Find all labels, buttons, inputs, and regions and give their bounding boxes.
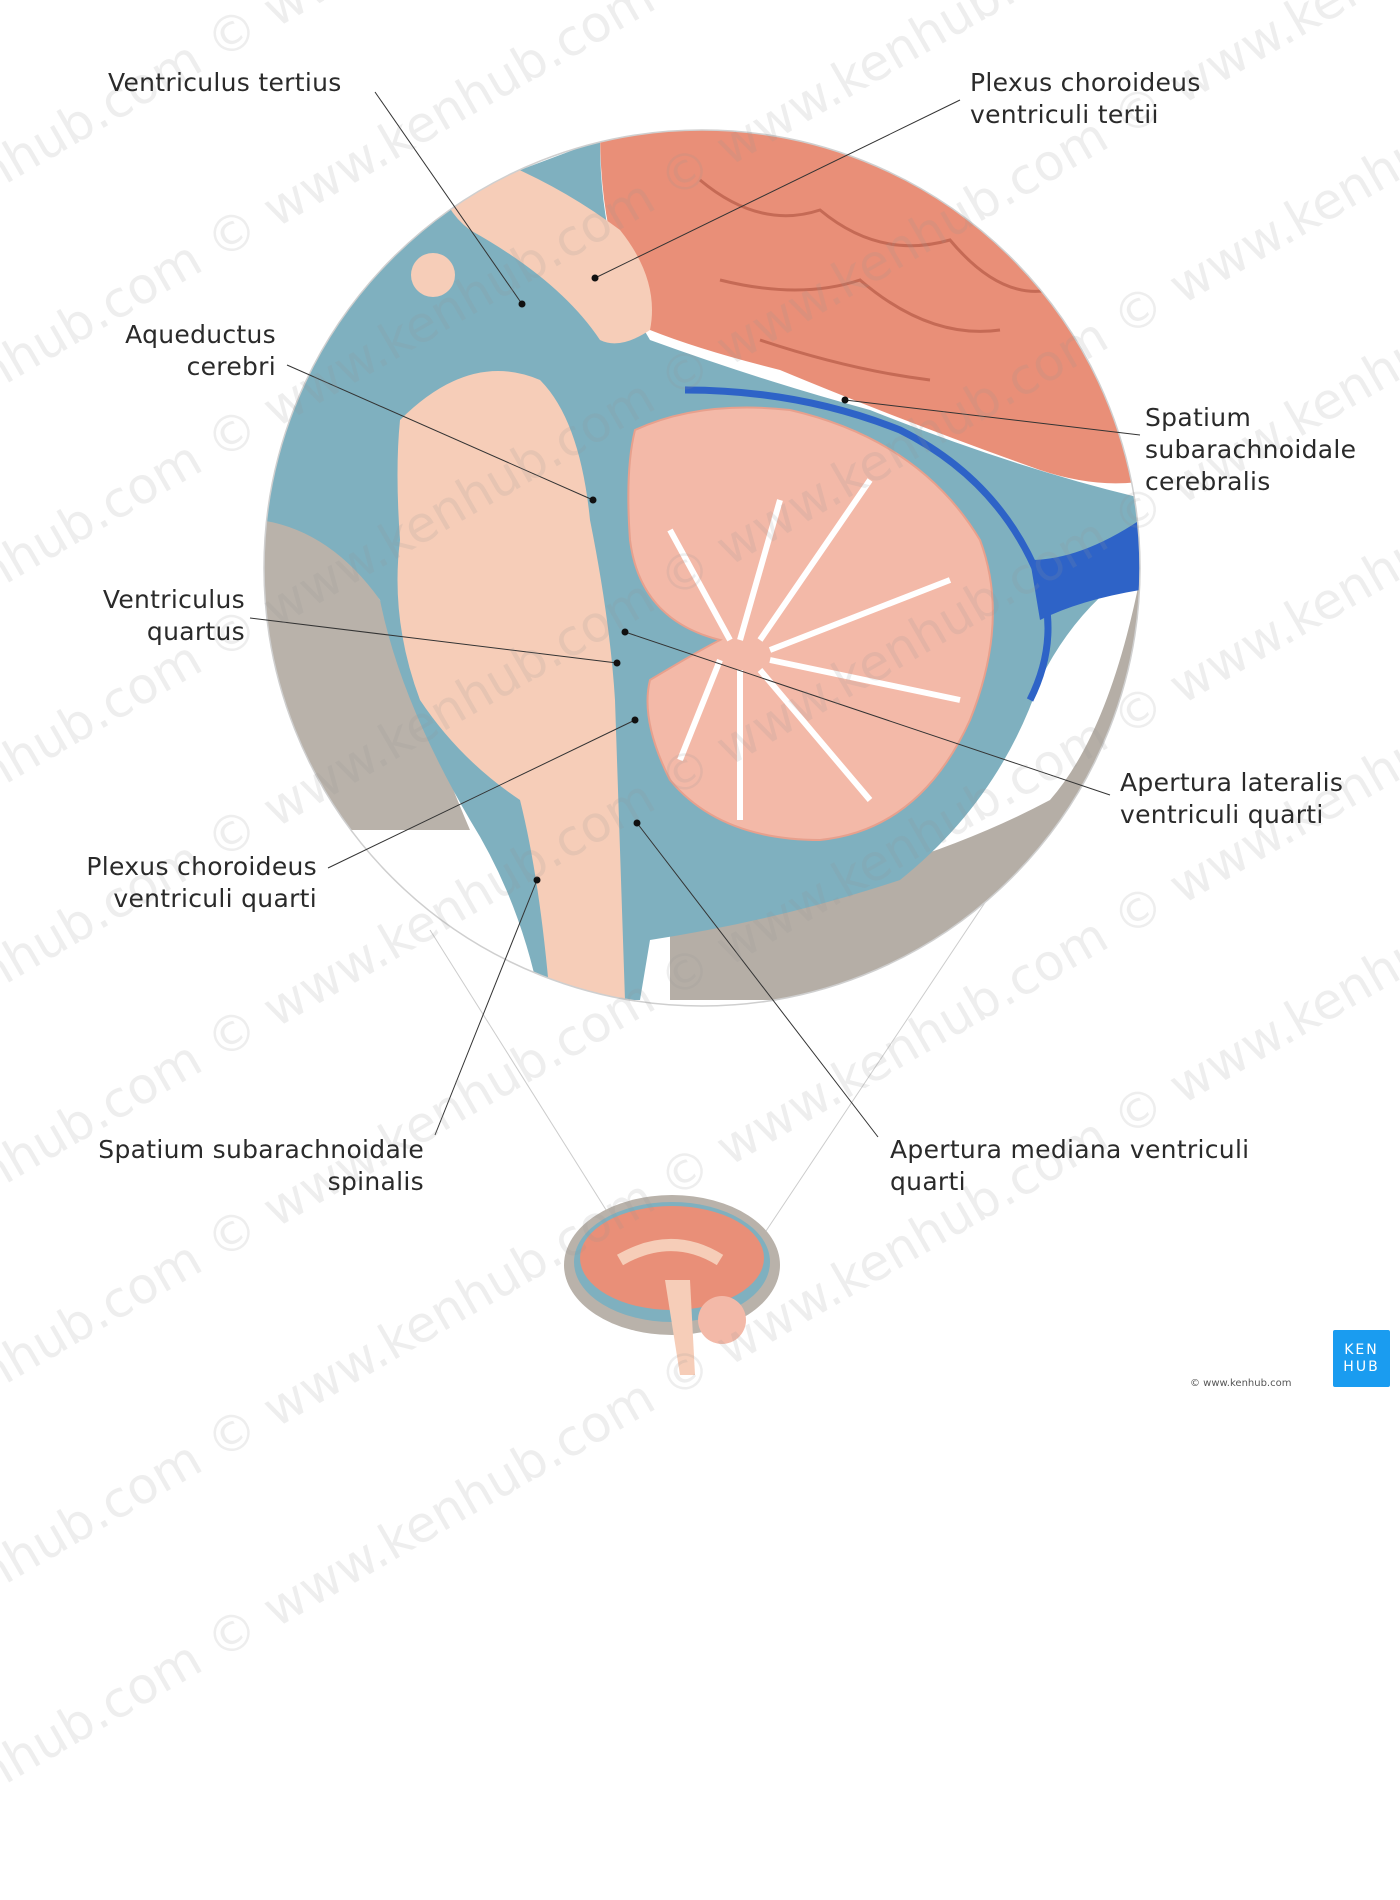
- label-line: Apertura mediana ventriculi: [890, 1135, 1250, 1164]
- label-line: Aqueductus: [125, 320, 276, 349]
- label-plexus-choroideus-ventriculi-quarti: Plexus choroideus ventriculi quarti: [86, 851, 317, 915]
- label-spatium-subarachnoidale-spinalis: Spatium subarachnoidale spinalis: [98, 1134, 424, 1198]
- label-ventriculus-quartus: Ventriculus quartus: [103, 584, 245, 648]
- label-line: Plexus choroideus: [86, 852, 317, 881]
- leader-lines: [249, 91, 1141, 1138]
- label-line: Apertura lateralis: [1120, 768, 1344, 797]
- brainstem: [397, 371, 625, 1000]
- label-line: Plexus choroideus: [970, 68, 1201, 97]
- label-ventriculus-tertius: Ventriculus tertius: [108, 68, 342, 97]
- label-line: subarachnoidale: [1145, 435, 1357, 464]
- label-line: Ventriculus: [102, 585, 245, 614]
- magnified-view: [264, 130, 1140, 1006]
- label-apertura-lateralis: Apertura lateralis ventriculi quarti: [1120, 767, 1343, 831]
- label-spatium-subarachnoidale-cerebralis: Spatium subarachnoidale cerebralis: [1145, 402, 1356, 498]
- label-line: ventriculi quarti: [1120, 800, 1324, 829]
- label-line: Spatium subarachnoidale: [98, 1135, 424, 1164]
- logo-line: HUB: [1343, 1358, 1380, 1375]
- copyright-text: © www.kenhub.com: [1190, 1378, 1292, 1389]
- label-plexus-choroideus-ventriculi-tertii: Plexus choroideus ventriculi tertii: [970, 67, 1201, 131]
- zoom-connector: [429, 929, 626, 1241]
- zoom-connector: [759, 879, 1001, 1241]
- label-line: spinalis: [327, 1167, 424, 1196]
- venous-sinus: [684, 386, 1052, 702]
- label-line: ventriculi quarti: [113, 884, 317, 913]
- label-aqueductus-cerebri: Aqueductus cerebri: [125, 319, 276, 383]
- label-line: Spatium: [1145, 403, 1252, 432]
- magnifier-circle: [263, 129, 1141, 1007]
- diencephalon: [438, 140, 652, 344]
- label-line: cerebri: [186, 352, 276, 381]
- occipital-bone-left: [264, 510, 470, 830]
- cerebellum: [627, 406, 994, 842]
- label-apertura-mediana: Apertura mediana ventriculi quarti: [890, 1134, 1249, 1198]
- label-line: quartus: [146, 617, 245, 646]
- anatomy-illustration: [249, 91, 1141, 1375]
- inset-brain: [564, 1195, 780, 1375]
- leader-dots: [518, 274, 849, 884]
- label-line: cerebralis: [1145, 467, 1271, 496]
- label-line: ventriculi tertii: [970, 100, 1159, 129]
- label-line: quarti: [890, 1167, 966, 1196]
- logo-line: KEN: [1344, 1341, 1379, 1358]
